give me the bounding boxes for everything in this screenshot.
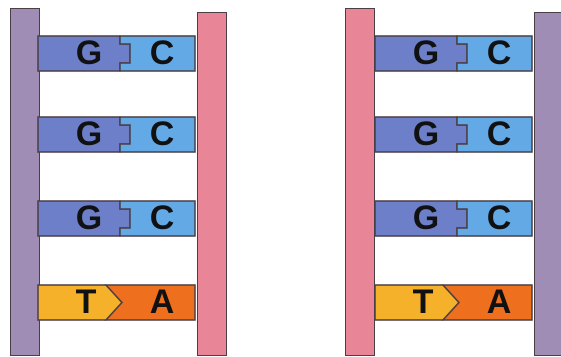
backbone-pink [345,8,375,356]
base-pair-gc-right-2: G C [374,116,533,153]
base-pair-gc-right-1: G C [374,35,533,72]
gc-pair-shape [374,200,533,237]
base-pair-gc-left-2: G C [37,116,196,153]
gc-pair-shape [37,200,196,237]
base-pair-gc-right-3: G C [374,200,533,237]
dna-strand-panel-left: G C G C G C T A [0,0,240,357]
backbone-purple [10,8,40,356]
gc-pair-shape [37,116,196,153]
gc-pair-shape [374,35,533,72]
ta-pair-shape [374,284,533,321]
base-pair-gc-left-3: G C [37,200,196,237]
backbone-pink [197,12,227,356]
gc-pair-shape [37,35,196,72]
backbone-purple [534,12,561,356]
ta-pair-shape [37,284,196,321]
dna-strand-panel-right: G C G C G C T A [338,0,561,357]
base-pair-ta-left: T A [37,284,196,321]
base-pair-gc-left-1: G C [37,35,196,72]
gc-pair-shape [374,116,533,153]
base-pair-ta-right: T A [374,284,533,321]
